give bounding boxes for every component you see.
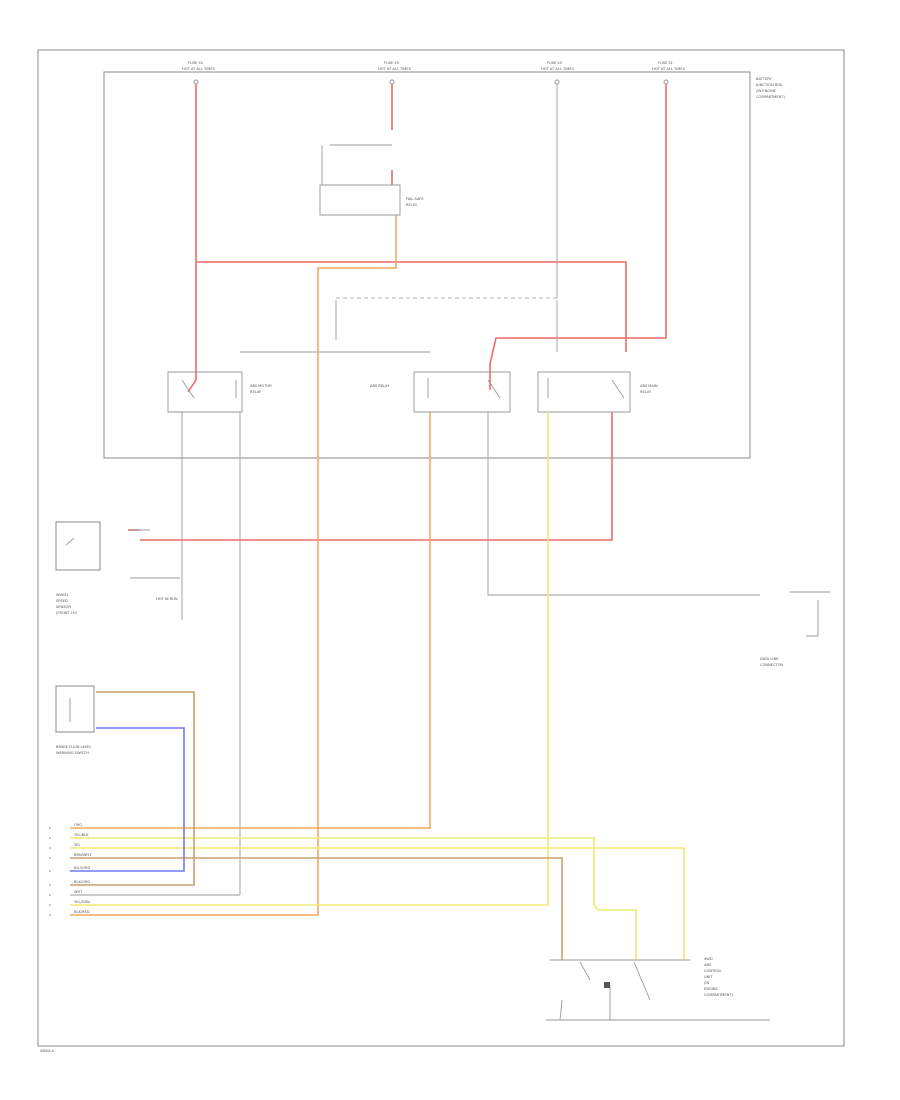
- relay-fail-safe: FAIL-SAFE RELAY: [406, 197, 424, 207]
- blue-wire: [70, 727, 185, 872]
- svg-text:FUSE 50: FUSE 50: [188, 61, 204, 65]
- svg-text:DATA LINK: DATA LINK: [760, 657, 779, 661]
- svg-text:SENSOR: SENSOR: [56, 605, 71, 609]
- svg-text:4WD: 4WD: [704, 957, 713, 961]
- svg-text:ENGINE: ENGINE: [704, 987, 718, 991]
- svg-text:FUSE 49: FUSE 49: [384, 61, 400, 65]
- svg-text:RELAY: RELAY: [406, 203, 418, 207]
- svg-text:(FRONT LH): (FRONT LH): [56, 611, 78, 615]
- red-wires: [128, 84, 667, 541]
- svg-text:HOT IN RUN: HOT IN RUN: [156, 597, 178, 601]
- brown-wire: [70, 691, 563, 960]
- svg-text:SPEED: SPEED: [56, 599, 68, 603]
- svg-text:BATTERY: BATTERY: [756, 77, 773, 81]
- svg-text:BLK/RED: BLK/RED: [74, 910, 90, 914]
- footer-code: ABS0LA: [40, 1049, 55, 1053]
- relay-abs-main: ABS MAIN RELAY: [537, 371, 658, 413]
- diagram-border: [37, 49, 845, 1047]
- svg-text:ABS: ABS: [704, 963, 712, 967]
- svg-text:BLU/ORG: BLU/ORG: [74, 866, 90, 870]
- gray-wires: [130, 84, 830, 1021]
- svg-text:ABS MAIN: ABS MAIN: [640, 384, 658, 388]
- svg-text:BRN/WHT: BRN/WHT: [74, 853, 92, 857]
- data-link-connector: DATA LINK CONNECTOR: [760, 657, 784, 667]
- svg-text:HOT AT ALL TIMES: HOT AT ALL TIMES: [378, 67, 412, 71]
- svg-text:FUSE 51: FUSE 51: [658, 61, 673, 65]
- svg-text:WHEEL: WHEEL: [56, 593, 69, 597]
- junction-box-frame: [103, 71, 751, 459]
- svg-text:(IN ENGINE: (IN ENGINE: [756, 89, 777, 93]
- svg-text:COMPARTMENT): COMPARTMENT): [756, 95, 786, 99]
- svg-text:BRAKE FLUID LEVEL: BRAKE FLUID LEVEL: [56, 745, 92, 749]
- ecu-control-unit: 4WD ABS CONTROL UNIT (IN ENGINE COMPARTM…: [550, 957, 734, 1001]
- yellow-wires: [70, 412, 685, 960]
- svg-text:WHT: WHT: [74, 890, 83, 894]
- harness-labels: ORG YEL/BLK YEL BRN/WHT BLU/ORG BLK/ORG …: [74, 823, 92, 914]
- svg-text:JUNCTION BOX: JUNCTION BOX: [755, 83, 783, 87]
- svg-text:ABS RELAY: ABS RELAY: [370, 384, 390, 388]
- svg-text:ORG: ORG: [74, 823, 82, 827]
- svg-text:HOT AT ALL TIMES: HOT AT ALL TIMES: [652, 67, 686, 71]
- svg-text:BLK/ORG: BLK/ORG: [74, 880, 90, 884]
- svg-text:(IN: (IN: [704, 981, 709, 985]
- fuse-51: FUSE 51 HOT AT ALL TIMES: [652, 61, 686, 71]
- svg-text:CONNECTOR: CONNECTOR: [760, 663, 784, 667]
- svg-text:YEL/BLK: YEL/BLK: [74, 833, 89, 837]
- svg-text:CONTROL: CONTROL: [704, 969, 722, 973]
- svg-text:HOT AT ALL TIMES: HOT AT ALL TIMES: [541, 67, 575, 71]
- fuse-10: FUSE 10 HOT AT ALL TIMES: [541, 61, 575, 71]
- relay-abs-motor: ABS MOTOR RELAY: [167, 371, 272, 413]
- fuse-50: FUSE 50 HOT AT ALL TIMES: [182, 61, 216, 71]
- svg-text:COMPARTMENT): COMPARTMENT): [704, 993, 734, 997]
- svg-text:YEL: YEL: [74, 843, 80, 847]
- fuse-49: FUSE 49 HOT AT ALL TIMES: [378, 61, 412, 71]
- brake-fluid-switch: BRAKE FLUID LEVEL WARNING SWITCH: [55, 685, 95, 755]
- svg-text:RELAY: RELAY: [640, 390, 652, 394]
- relay-abs: ABS RELAY: [370, 371, 511, 413]
- svg-text:YEL/GRN: YEL/GRN: [74, 900, 90, 904]
- wheel-speed-sensor: WHEEL SPEED SENSOR (FRONT LH) HOT IN RUN: [55, 521, 178, 615]
- svg-text:UNIT: UNIT: [704, 975, 713, 979]
- svg-text:RELAY: RELAY: [250, 390, 262, 394]
- svg-text:FUSE 10: FUSE 10: [547, 61, 563, 65]
- svg-text:HOT AT ALL TIMES: HOT AT ALL TIMES: [182, 67, 216, 71]
- svg-text:ABS MOTOR: ABS MOTOR: [250, 384, 272, 388]
- fuse-symbols: [193, 79, 669, 85]
- junction-box-label: BATTERY JUNCTION BOX (IN ENGINE COMPARTM…: [755, 77, 786, 99]
- orange-wires: [70, 215, 431, 916]
- svg-text:WARNING SWITCH: WARNING SWITCH: [56, 751, 89, 755]
- svg-text:FAIL-SAFE: FAIL-SAFE: [406, 197, 424, 201]
- harness-ticks: [49, 827, 51, 916]
